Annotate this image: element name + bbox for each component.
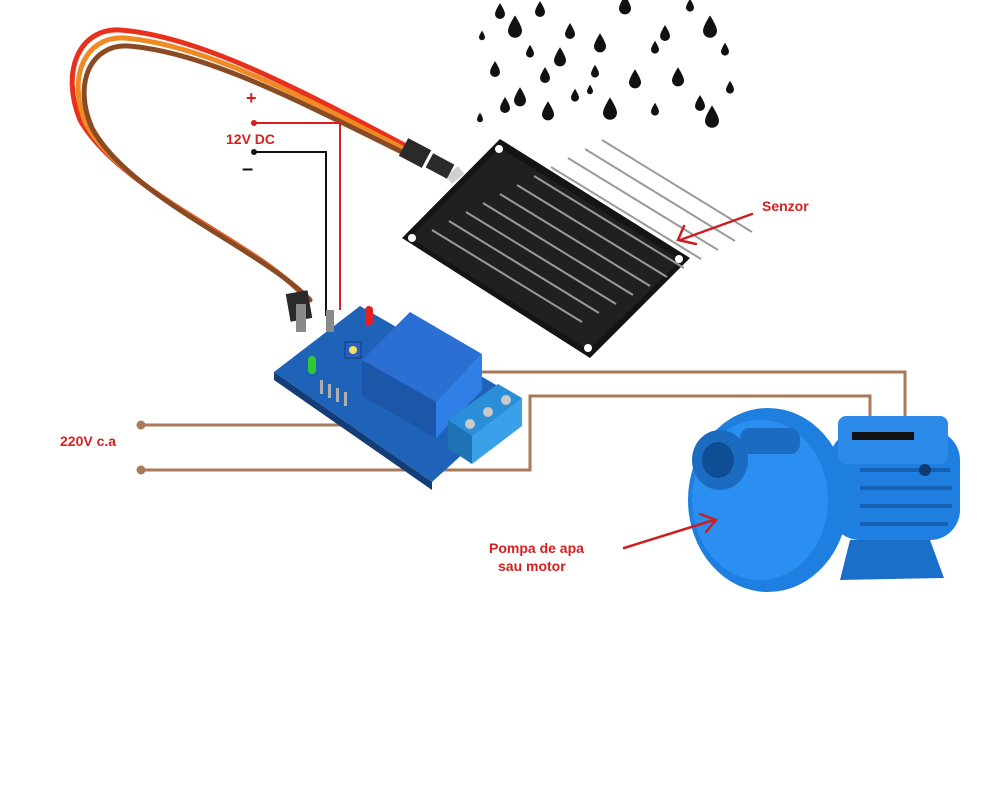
sensor-cable bbox=[69, 27, 455, 322]
dc-supply-wires bbox=[251, 120, 341, 316]
raindrops-icon bbox=[477, 0, 734, 128]
minus-label: – bbox=[242, 158, 254, 180]
raindrop-icon bbox=[703, 15, 717, 38]
plus-label: + bbox=[246, 88, 257, 108]
raindrop-icon bbox=[571, 88, 579, 102]
raindrop-icon bbox=[540, 67, 550, 83]
raindrop-icon bbox=[619, 0, 631, 15]
raindrop-icon bbox=[695, 95, 705, 111]
raindrop-icon bbox=[495, 3, 505, 19]
raindrop-icon bbox=[672, 67, 684, 87]
raindrop-icon bbox=[721, 42, 729, 56]
raindrop-icon bbox=[660, 25, 670, 41]
ac-supply-label: 220V c.a bbox=[60, 433, 117, 449]
raindrop-icon bbox=[526, 44, 534, 58]
raindrop-icon bbox=[651, 40, 659, 54]
raindrop-icon bbox=[603, 97, 617, 120]
raindrop-icon bbox=[629, 69, 641, 89]
rain-sensor-icon bbox=[402, 139, 753, 358]
water-pump-icon bbox=[688, 408, 960, 592]
raindrop-icon bbox=[651, 102, 659, 116]
raindrop-icon bbox=[490, 61, 500, 77]
raindrop-icon bbox=[705, 105, 719, 128]
raindrop-icon bbox=[565, 23, 575, 39]
raindrop-icon bbox=[500, 97, 510, 113]
raindrop-icon bbox=[587, 84, 593, 95]
raindrop-icon bbox=[477, 112, 483, 123]
relay-module-icon bbox=[274, 304, 522, 490]
raindrop-icon bbox=[514, 87, 526, 107]
raindrop-icon bbox=[508, 15, 522, 38]
raindrop-icon bbox=[726, 80, 734, 94]
raindrop-icon bbox=[479, 30, 485, 41]
raindrop-icon bbox=[686, 0, 694, 12]
dc-supply-label: 12V DC bbox=[226, 131, 276, 147]
arrow-icon bbox=[622, 212, 754, 550]
raindrop-icon bbox=[542, 101, 554, 121]
pump-label-line2: sau motor bbox=[498, 558, 566, 574]
raindrop-icon bbox=[591, 64, 599, 78]
pump-label-line1: Pompa de apa bbox=[489, 540, 584, 556]
raindrop-icon bbox=[594, 33, 606, 53]
raindrop-icon bbox=[535, 1, 545, 17]
raindrop-icon bbox=[554, 47, 566, 67]
sensor-label: Senzor bbox=[762, 198, 809, 214]
